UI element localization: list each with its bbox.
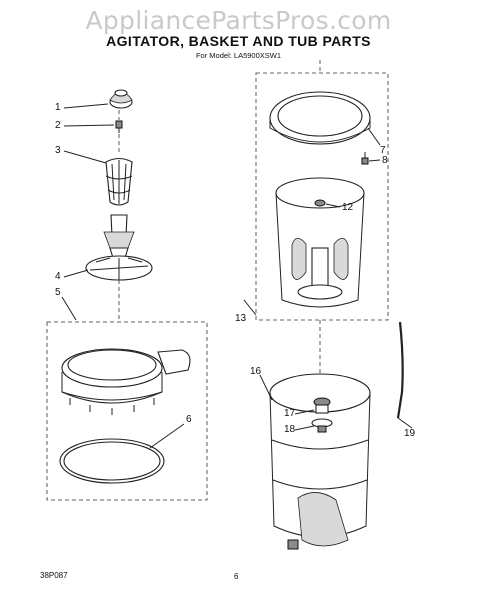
callout-7: 7	[380, 145, 386, 156]
ring-screw	[361, 152, 369, 165]
callout-16: 16	[250, 366, 262, 377]
callout-4: 4	[55, 271, 61, 282]
callout-19: 19	[404, 428, 416, 439]
callout-5: 5	[55, 287, 61, 298]
watermark: AppliancePartsPros.com	[85, 6, 392, 35]
callout-13: 13	[235, 313, 247, 324]
bolt	[115, 120, 123, 133]
agitator-base	[85, 214, 153, 281]
agitator-dogs	[105, 157, 133, 206]
callout-8: 8	[382, 155, 388, 166]
diagram-code: 38P087	[40, 571, 68, 580]
wash-basket	[275, 177, 365, 308]
callout-17: 17	[284, 408, 296, 419]
callout-12: 12	[342, 202, 354, 213]
outer-tub	[269, 373, 371, 550]
tub-ring	[61, 348, 191, 415]
callout-1: 1	[55, 102, 61, 113]
page-title: AGITATOR, BASKET AND TUB PARTS	[106, 33, 371, 49]
tub-bearing	[313, 397, 331, 414]
callout-3: 3	[55, 145, 61, 156]
tub-gasket	[59, 438, 165, 484]
tub-seal	[311, 418, 333, 433]
page-number: 6	[234, 572, 239, 581]
callout-2: 2	[55, 120, 61, 131]
model-number: For Model: LA5900XSW1	[195, 51, 282, 60]
agitator-cap	[109, 89, 133, 109]
balance-ring	[269, 91, 371, 145]
drain-hose	[396, 321, 404, 419]
callout-6: 6	[186, 414, 192, 425]
callout-18: 18	[284, 424, 296, 435]
